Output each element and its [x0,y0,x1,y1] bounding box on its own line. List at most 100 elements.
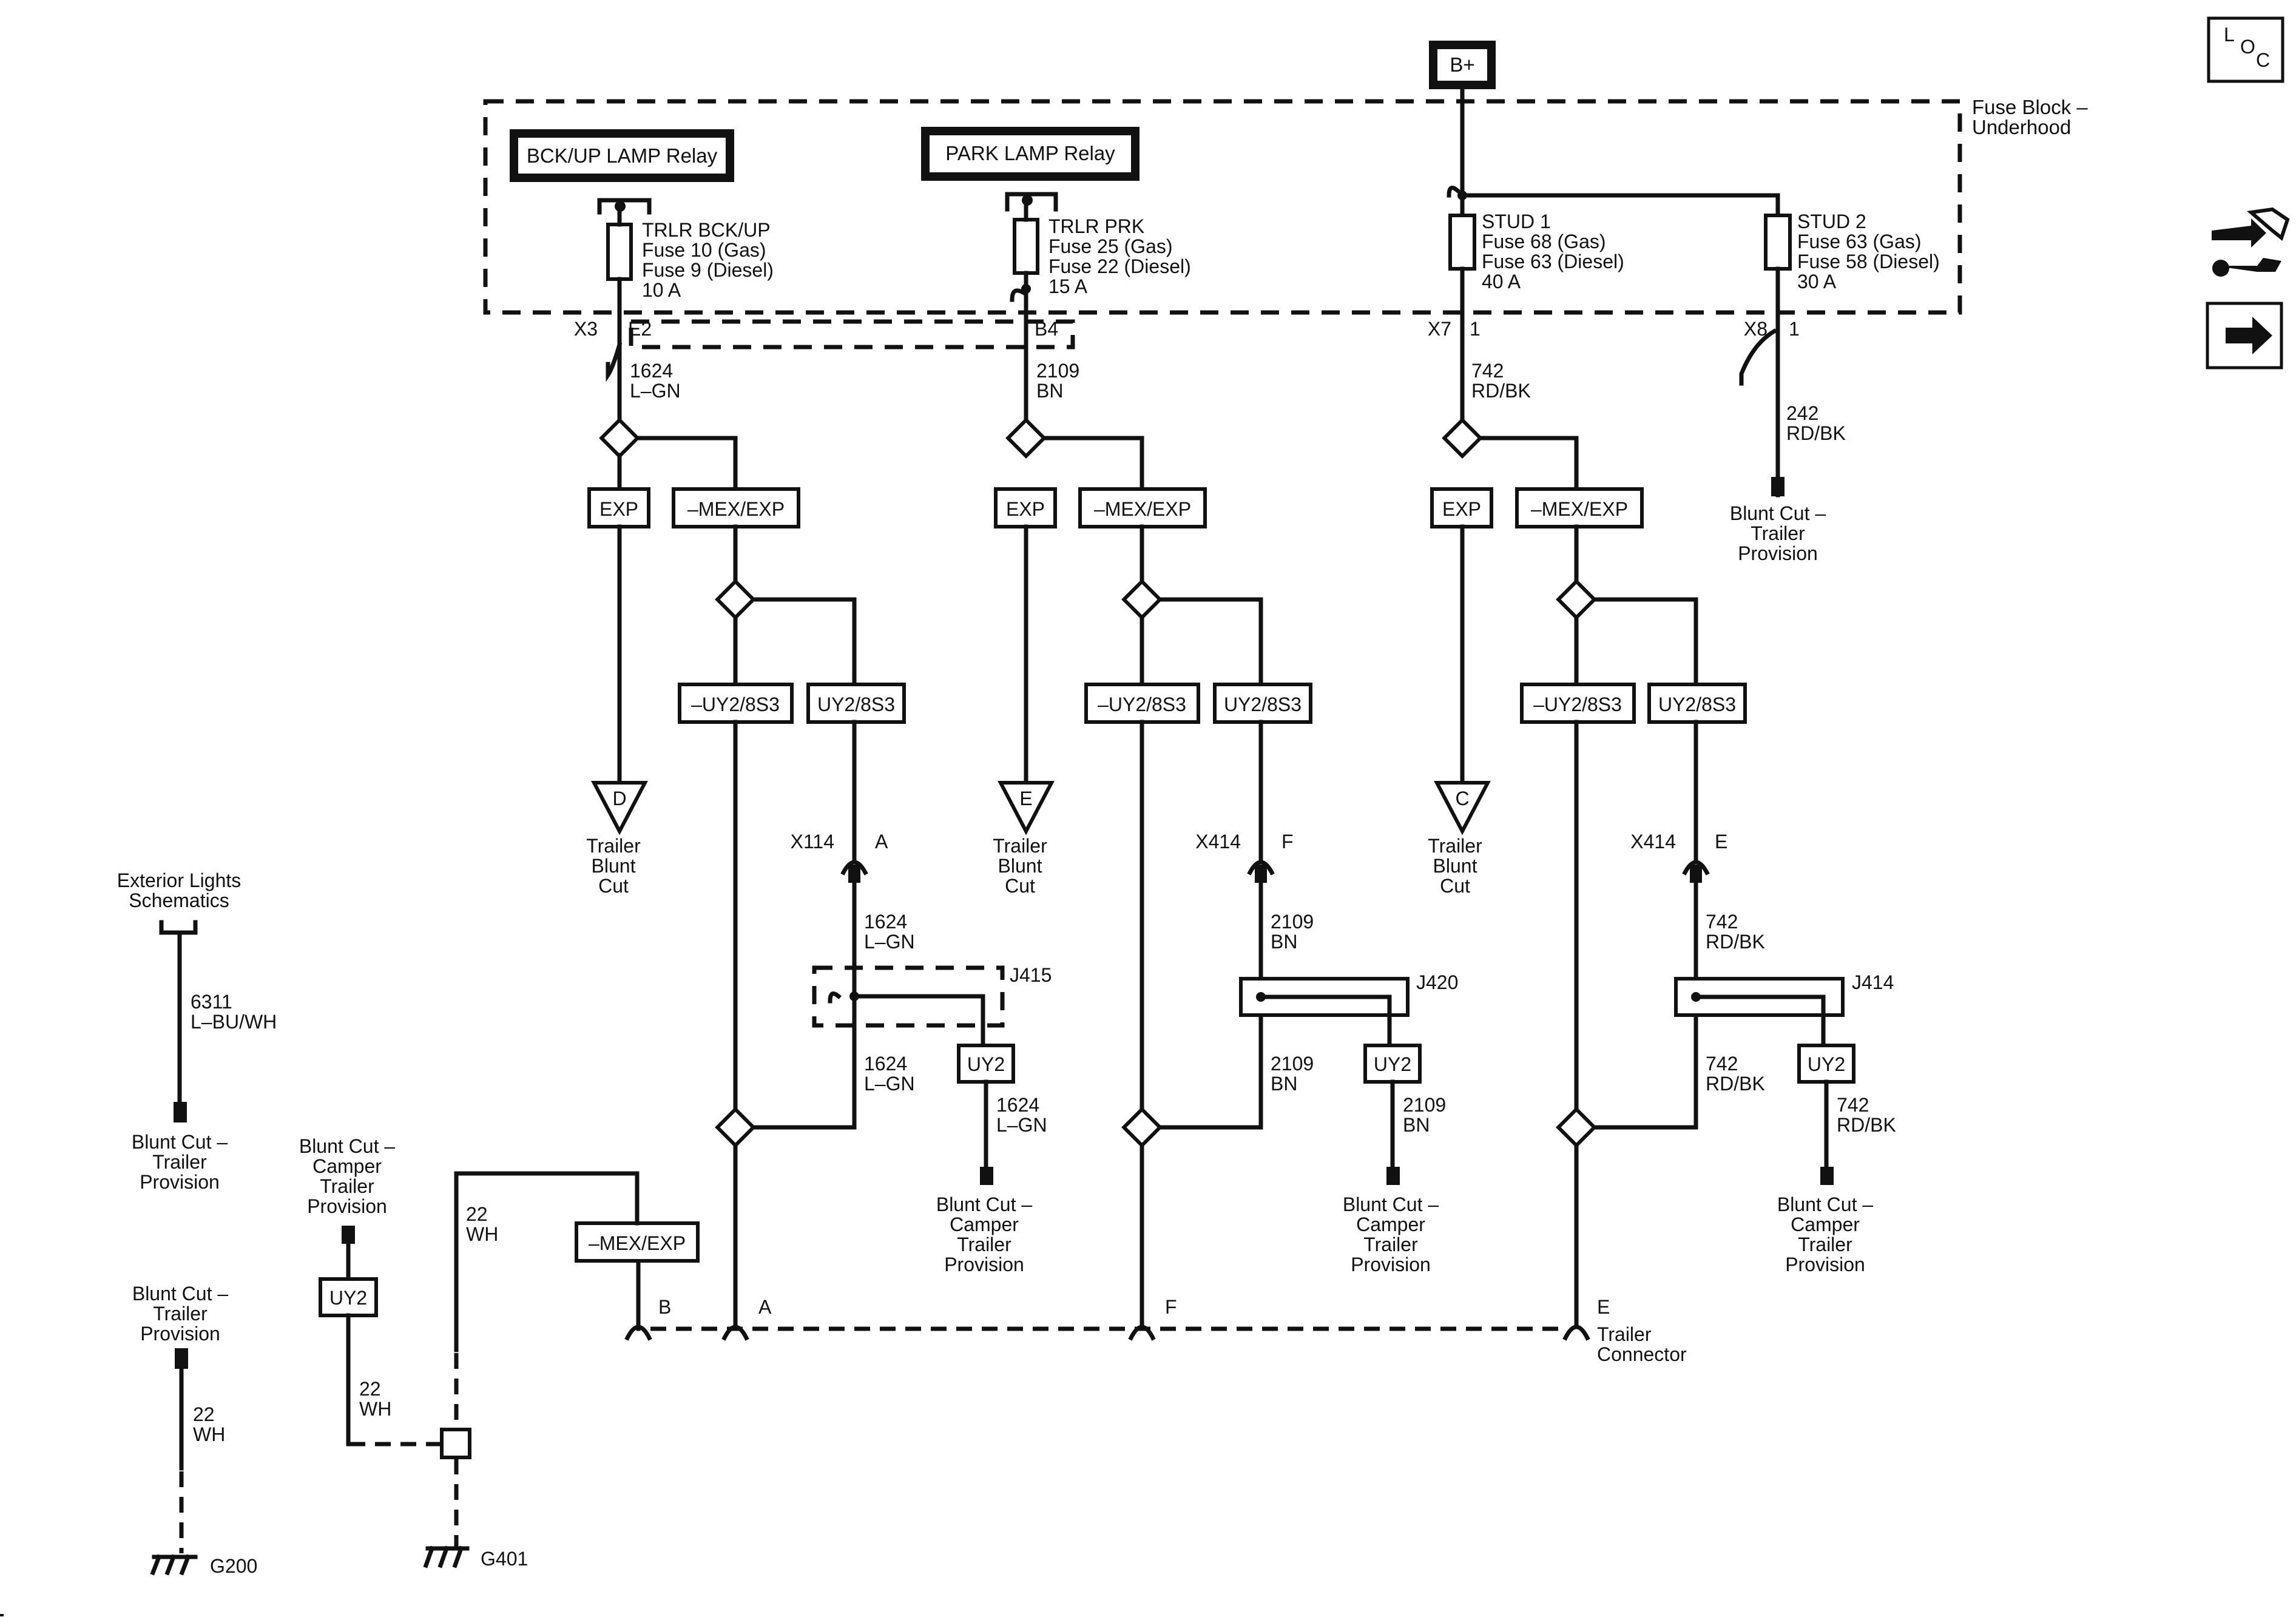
svg-text:J415: J415 [1010,964,1052,986]
wire-color-bn: BN [1036,380,1063,402]
svg-text:Blunt Cut –: Blunt Cut – [299,1135,396,1157]
option-diamond [599,417,640,459]
bplus-label: B+ [1450,53,1474,76]
svg-text:TRLR PRK: TRLR PRK [1048,215,1144,237]
svg-text:Camper: Camper [1791,1214,1860,1235]
svg-text:WH: WH [466,1223,498,1245]
svg-text:Blunt: Blunt [1433,855,1477,877]
svg-text:G200: G200 [210,1555,257,1577]
svg-text:O: O [2240,36,2255,58]
svg-text:WH: WH [193,1423,225,1445]
svg-text:TRLR BCK/UP: TRLR BCK/UP [642,219,771,241]
svg-text:UY2: UY2 [329,1287,367,1309]
svg-text:X414: X414 [1630,831,1676,852]
svg-text:2109: 2109 [1271,911,1314,933]
blunt-cut-242-label: Blunt Cut – Trailer Provision [1730,502,1826,564]
svg-text:1624: 1624 [996,1094,1039,1116]
svg-text:J420: J420 [1416,971,1458,993]
fuse-trlr-prk [1013,218,1039,275]
svg-text:30 A: 30 A [1797,271,1837,292]
conn-x7-pin: 1 [1470,318,1481,340]
connector-wrench-icon[interactable] [2212,207,2290,277]
svg-text:RD/BK: RD/BK [1706,1073,1765,1095]
svg-text:RD/BK: RD/BK [1706,931,1765,953]
svg-text:Camper: Camper [950,1214,1019,1235]
conn-e2: E2 [628,318,652,340]
svg-text:WH: WH [359,1398,391,1420]
fuse-trlr-bckup [606,223,633,281]
svg-text:Provision: Provision [307,1195,387,1217]
svg-text:L: L [2224,24,2235,46]
fuse-stud1 [1448,214,1476,271]
svg-text:Camper: Camper [312,1155,382,1177]
fuse-block-label-2: Underhood [1972,116,2071,138]
svg-text:Provision: Provision [140,1171,220,1193]
svg-text:EXP: EXP [1006,498,1045,520]
svg-text:Fuse 68 (Gas): Fuse 68 (Gas) [1482,231,1606,252]
svg-text:Provision: Provision [1785,1254,1865,1275]
svg-text:UY2/8S3: UY2/8S3 [1224,694,1302,715]
svg-text:Fuse 63 (Gas): Fuse 63 (Gas) [1797,231,1922,252]
svg-text:Blunt Cut –: Blunt Cut – [1343,1193,1439,1215]
svg-text:Trailer: Trailer [1428,835,1482,857]
offpage-e [998,781,1055,836]
bckup-relay-label: BCK/UP LAMP Relay [527,144,718,167]
svg-text:Trailer: Trailer [993,835,1047,857]
svg-text:BN: BN [1271,931,1297,953]
blunt-cut-22-g200: Blunt Cut – Trailer Provision 22 WH G200 [132,1283,257,1577]
ground-wire-22: –MEX/EXP 22 WH [349,1171,700,1547]
wire-label-2109: 2109 [1036,360,1079,382]
fuse-text-1: TRLR BCK/UP Fuse 10 (Gas) Fuse 9 (Diesel… [642,219,774,301]
svg-text:L–GN: L–GN [864,1073,915,1095]
svg-text:22: 22 [193,1403,215,1425]
svg-text:Blunt Cut –: Blunt Cut – [1777,1193,1874,1215]
svg-text:STUD 1: STUD 1 [1482,211,1551,232]
svg-text:Trailer: Trailer [153,1303,208,1325]
svg-text:22: 22 [359,1378,381,1400]
svg-text:22: 22 [466,1203,488,1225]
svg-text:Trailer: Trailer [1363,1234,1418,1255]
svg-text:UY2: UY2 [1374,1053,1411,1075]
svg-text:EXP: EXP [599,498,638,520]
offpage-c [1434,781,1491,836]
svg-text:Provision: Provision [140,1323,220,1345]
fuse-block-boundary [483,99,1962,315]
svg-text:L–GN: L–GN [996,1114,1047,1136]
connector-x3-group [629,319,1075,349]
bckup-relay-box [510,129,734,182]
svg-text:Trailer: Trailer [1798,1234,1852,1255]
svg-text:2109: 2109 [1403,1094,1446,1116]
svg-text:E: E [1597,1296,1610,1318]
svg-text:–UY2/8S3: –UY2/8S3 [1098,694,1186,715]
svg-text:UY2/8S3: UY2/8S3 [817,694,895,715]
exterior-lights-wire: Exterior Lights Schematics 6311 L–BU/WH … [117,869,277,1193]
offpage-d [591,781,648,836]
svg-text:D: D [612,788,626,809]
arrow-right-icon[interactable] [2206,302,2283,370]
park-relay-box [921,127,1140,181]
svg-text:–UY2/8S3: –UY2/8S3 [691,694,780,715]
loc-icon[interactable]: L O C [2207,16,2284,83]
svg-text:Fuse 22 (Diesel): Fuse 22 (Diesel) [1048,255,1191,277]
svg-text:Trailer: Trailer [586,835,641,857]
svg-text:A: A [758,1296,772,1318]
conn-x8-pin: 1 [1789,318,1800,340]
svg-text:Trailer: Trailer [1597,1323,1652,1345]
conn-x3: X3 [574,318,598,340]
option-uy2-8s3 [806,683,906,724]
svg-text:Provision: Provision [1738,542,1818,564]
svg-text:Connector: Connector [1597,1343,1687,1365]
svg-text:–MEX/EXP: –MEX/EXP [687,498,785,520]
bplus-box [1429,41,1496,89]
svg-text:–MEX/EXP: –MEX/EXP [1531,498,1628,520]
option-uy2-8s3 [1213,683,1312,724]
svg-text:UY2: UY2 [967,1053,1005,1075]
svg-text:BN: BN [1403,1114,1430,1136]
svg-text:UY2: UY2 [1808,1053,1845,1075]
fuse-text-3: STUD 1 Fuse 68 (Gas) Fuse 63 (Diesel) 40… [1482,211,1624,292]
svg-text:Fuse 63 (Diesel): Fuse 63 (Diesel) [1482,251,1624,272]
svg-text:EXP: EXP [1442,498,1481,520]
svg-text:F: F [1281,831,1294,852]
svg-text:Cut: Cut [598,875,629,897]
